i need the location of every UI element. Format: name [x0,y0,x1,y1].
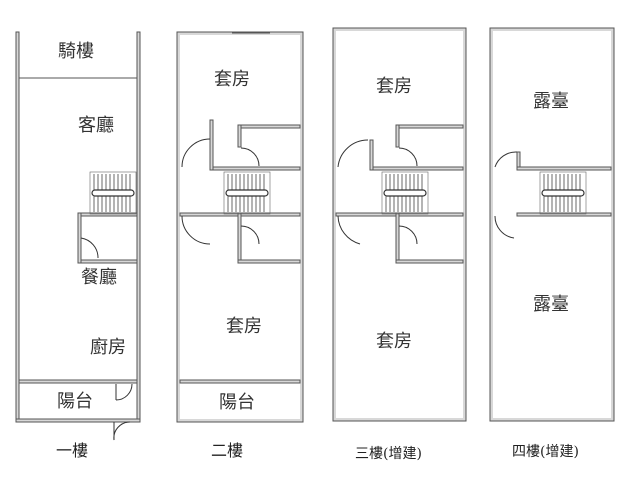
room-label: 客廳 [78,115,114,136]
floor-3-plan: 套房 套房 三樓(增建) [332,27,467,462]
room-label: 套房 [376,331,412,352]
floor-1-plan: 騎樓 客廳 餐廳 廚房 陽台 一樓 [15,31,141,460]
room-label: 陽台 [57,391,93,412]
floor-caption: 一樓 [56,441,88,460]
room-label: 露臺 [533,294,569,315]
room-label: 餐廳 [81,267,117,288]
room-label: 套房 [214,69,250,90]
room-label: 陽台 [219,392,255,413]
room-label: 騎樓 [58,41,94,62]
floor-caption: 四樓(增建) [512,444,579,460]
floor-2-plan: 套房 套房 陽台 二樓 [176,31,304,460]
floor-caption: 三樓(增建) [355,446,422,462]
floor-caption: 二樓 [211,441,243,460]
room-label: 套房 [376,76,412,97]
room-label: 露臺 [533,91,569,112]
room-label: 套房 [226,316,262,337]
room-label: 廚房 [90,336,126,358]
floor-4-plan: 露臺 露臺 四樓(增建) [489,27,615,460]
